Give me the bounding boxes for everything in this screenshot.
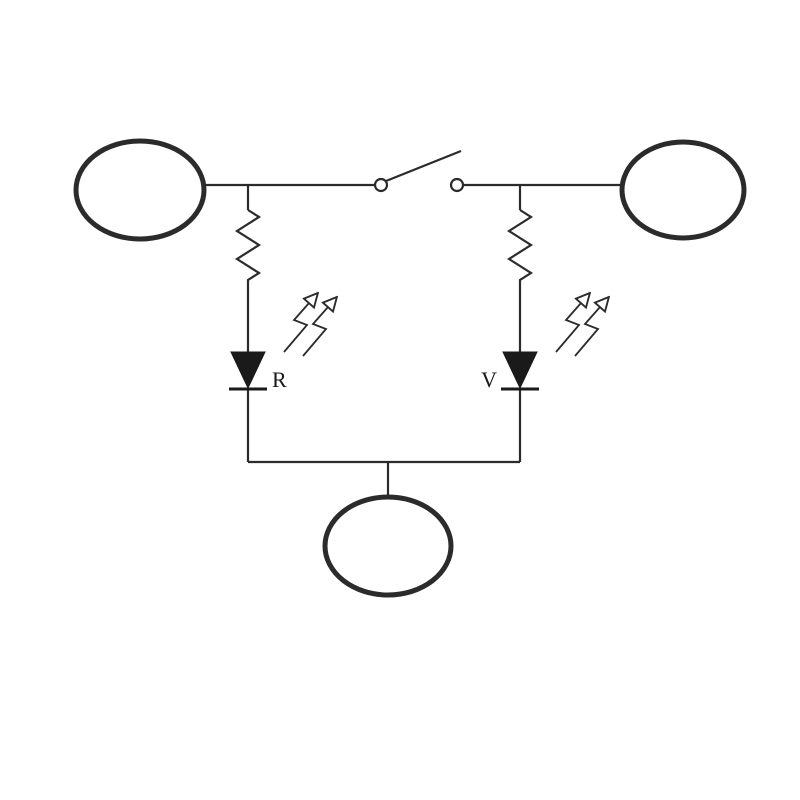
resistor-right: [506, 209, 534, 282]
switch-open: [373, 149, 465, 193]
terminal-top-left: [73, 138, 207, 242]
led-right-label: V: [481, 367, 497, 392]
led-left-triangle: [230, 351, 266, 390]
led-right-light-arrows: [555, 294, 608, 357]
led-left-light-arrows: [283, 294, 336, 357]
switch-contact-right: [449, 177, 465, 193]
wires: [204, 183, 622, 497]
light-arrow: [555, 294, 589, 353]
light-arrow: [302, 298, 336, 357]
terminal-top-right: [619, 139, 747, 241]
led-right-triangle: [502, 351, 538, 390]
light-arrow: [574, 298, 608, 357]
resistor-left: [234, 209, 262, 282]
terminal-bottom: [322, 494, 454, 598]
switch-contact-left: [373, 177, 389, 193]
light-arrow: [283, 294, 317, 353]
led-right: V: [481, 294, 608, 392]
led-left-label: R: [272, 367, 287, 392]
switch-blade: [385, 149, 462, 183]
led-left: R: [229, 294, 336, 392]
